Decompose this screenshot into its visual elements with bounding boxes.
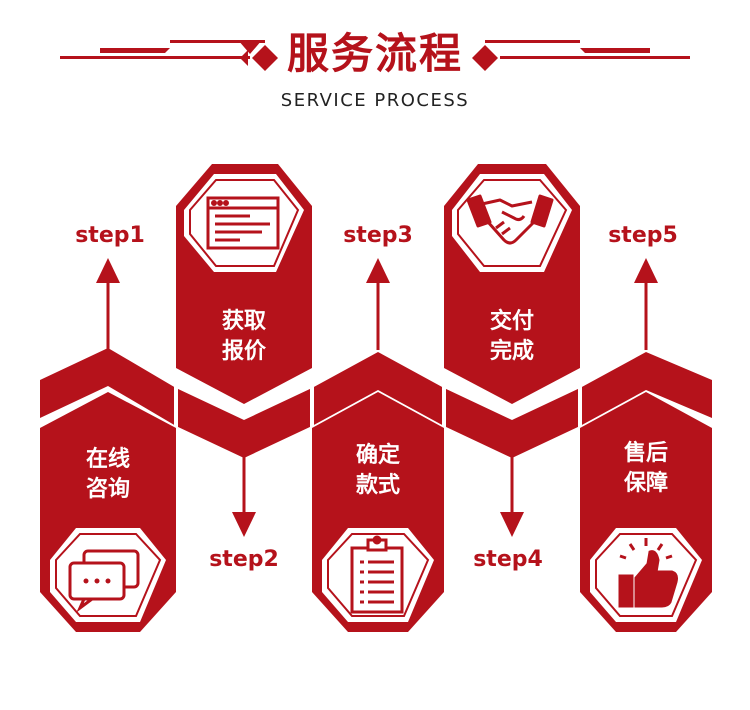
step5-text-line2: 保障 <box>623 470 668 496</box>
step2-label: step2 <box>209 547 279 572</box>
step4-arrow-down-icon <box>500 456 524 537</box>
title-decoration <box>60 40 690 71</box>
step3-arrow-up-icon <box>366 258 390 350</box>
page-subtitle: SERVICE PROCESS <box>280 90 470 111</box>
clipboard-icon <box>350 535 404 614</box>
step5-label: step5 <box>608 223 678 248</box>
step4-card <box>444 164 580 404</box>
step2-text-line1: 获取 <box>222 309 266 334</box>
handshake-icon <box>466 194 554 245</box>
header: 服务流程 SERVICE PROCESS <box>0 0 750 130</box>
step3-text-line2: 款式 <box>356 472 400 498</box>
step3-label: step3 <box>343 223 413 248</box>
step4-label: step4 <box>473 547 543 572</box>
step4-text-line2: 完成 <box>490 338 534 364</box>
chat-bubbles-icon <box>68 549 140 613</box>
thumbs-up-icon <box>618 538 678 608</box>
step2-text-line2: 报价 <box>222 339 267 364</box>
step1-text-line2: 咨询 <box>86 476 130 502</box>
step5-arrow-up-icon <box>634 258 658 350</box>
browser-window-icon <box>206 196 280 250</box>
step1-label: step1 <box>75 223 145 248</box>
page-title: 服务流程 <box>286 29 463 78</box>
step4-text-line1: 交付 <box>490 308 534 334</box>
step1-arrow-up-icon <box>96 258 120 350</box>
step3-card <box>312 392 444 632</box>
step3-text-line1: 确定 <box>356 442 400 468</box>
left-diamond-icon <box>252 45 278 71</box>
step1-text-line1: 在线 <box>86 446 130 472</box>
step2-arrow-down-icon <box>232 456 256 537</box>
right-diamond-icon <box>472 45 498 71</box>
step2-card <box>176 164 312 404</box>
zigzag-band <box>40 348 712 458</box>
step5-text-line1: 售后 <box>624 440 668 466</box>
